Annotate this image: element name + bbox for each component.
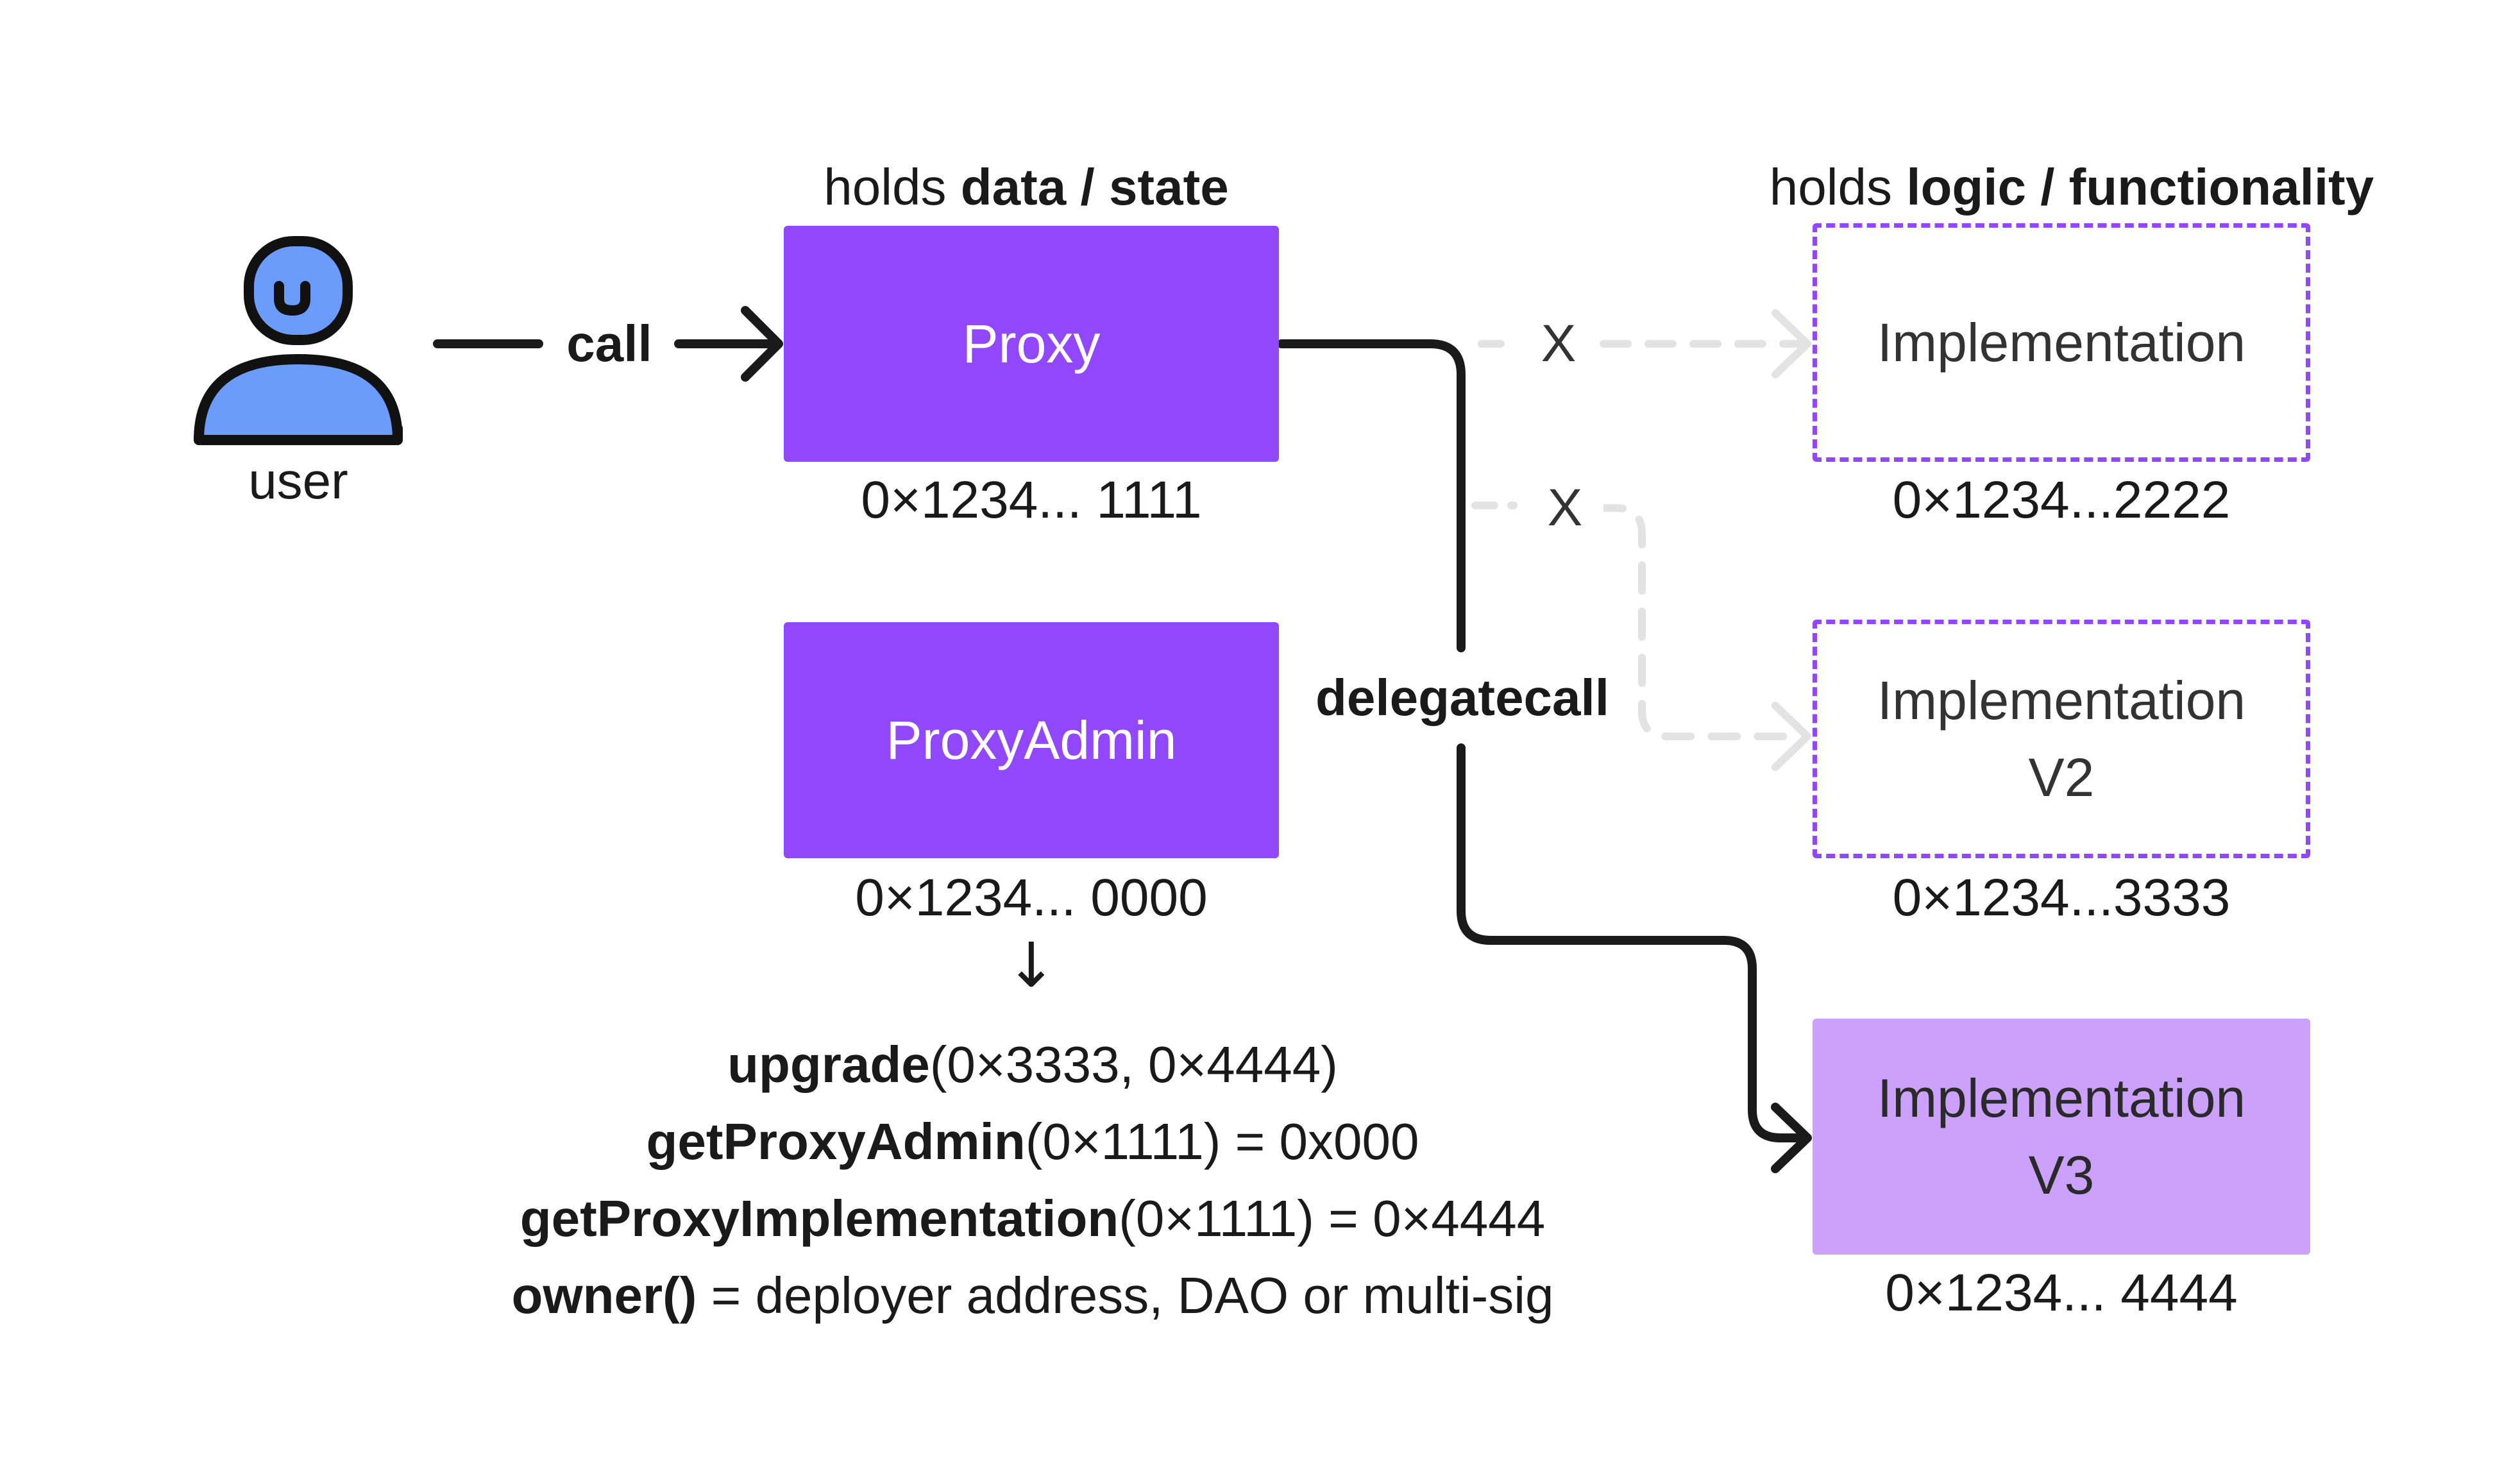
blocked-arrowhead-1	[1772, 309, 1811, 378]
implementation-v2-address: 0×1234...3333	[1892, 869, 2231, 927]
call-label: call	[552, 313, 667, 375]
fn-owner-desc: = deployer address, DAO or multi-sig	[697, 1267, 1554, 1324]
fn-get-proxy-implementation-name: getProxyImplementation	[520, 1190, 1119, 1247]
implementation-v3-label-line2: V3	[2028, 1145, 2095, 1205]
user-smile	[274, 281, 310, 316]
implementation-v2-label-line1: Implementation	[1877, 670, 2246, 731]
fn-get-proxy-admin: getProxyAdmin(0×1111) = 0x000	[398, 1103, 1668, 1180]
fn-owner: owner() = deployer address, DAO or multi…	[398, 1257, 1668, 1334]
call-arrow	[433, 306, 783, 382]
implementation-address: 0×1234...2222	[1892, 471, 2231, 529]
proxy-box[interactable]: Proxy	[784, 226, 1279, 462]
fn-upgrade: upgrade(0×3333, 0×4444)	[398, 1026, 1668, 1103]
fn-get-proxy-implementation-args: (0×1111) = 0×4444	[1119, 1190, 1546, 1247]
implementation-v3-label-line1: Implementation	[1877, 1068, 2246, 1128]
blocked-label-2: X	[1526, 477, 1603, 539]
down-arrow-icon: ↓	[1005, 929, 1058, 1001]
logic-functionality-heading: holds logic / functionality	[1687, 157, 2457, 218]
implementation-v3-box[interactable]: Implementation V3	[1813, 1019, 2310, 1255]
proxy-admin-address: 0×1234... 0000	[855, 869, 1208, 927]
user-icon	[194, 236, 403, 445]
delegatecall-line-top	[1277, 339, 1466, 652]
delegatecall-label: delegatecall	[1315, 669, 1609, 726]
data-heading-prefix: holds	[824, 158, 961, 216]
fn-get-proxy-implementation: getProxyImplementation(0×1111) = 0×4444	[398, 1180, 1668, 1257]
blocked-arrow-1	[1478, 309, 1811, 378]
logic-heading-bold: logic / functionality	[1906, 158, 2374, 216]
blocked-arrowhead-2	[1772, 702, 1811, 771]
fn-get-proxy-admin-args: (0×1111) = 0x000	[1025, 1113, 1419, 1170]
fn-get-proxy-admin-name: getProxyAdmin	[646, 1113, 1026, 1170]
proxy-admin-functions: upgrade(0×3333, 0×4444) getProxyAdmin(0×…	[398, 1026, 1668, 1334]
fn-owner-name: owner()	[511, 1267, 697, 1324]
implementation-v2-label-line2: V2	[2028, 747, 2095, 808]
implementation-v2-box[interactable]: Implementation V2	[1813, 620, 2310, 858]
delegatecall-arrowhead	[1771, 1103, 1812, 1173]
proxy-admin-label: ProxyAdmin	[886, 710, 1177, 770]
logic-heading-prefix: holds	[1769, 158, 1907, 216]
implementation-v3-address: 0×1234... 4444	[1885, 1264, 2238, 1322]
call-arrowhead	[741, 306, 783, 382]
fn-upgrade-args: (0×3333, 0×4444)	[929, 1036, 1338, 1093]
fn-upgrade-name: upgrade	[727, 1036, 930, 1093]
user-head	[244, 236, 353, 345]
blocked-label-1: X	[1520, 313, 1597, 375]
delegatecall-line-bottom	[1457, 743, 1807, 1142]
implementation-label: Implementation	[1877, 312, 2246, 373]
user-body	[194, 354, 403, 445]
proxy-address: 0×1234... 1111	[861, 471, 1202, 529]
delegatecall-arrow	[1277, 339, 1812, 1173]
user-label: user	[248, 452, 348, 509]
data-state-heading: holds data / state	[706, 157, 1347, 218]
data-heading-bold: data / state	[960, 158, 1229, 216]
proxy-admin-box[interactable]: ProxyAdmin	[784, 622, 1279, 858]
blocked-arrow-2	[1471, 502, 1811, 771]
implementation-box[interactable]: Implementation	[1813, 223, 2310, 462]
proxy-label: Proxy	[962, 314, 1101, 374]
